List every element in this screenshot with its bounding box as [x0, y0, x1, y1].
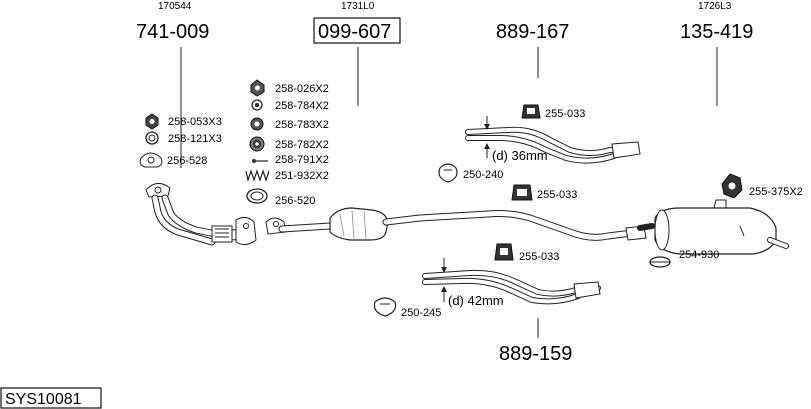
flange-nut-icon — [249, 136, 265, 152]
middle-pipe-36[interactable] — [465, 126, 641, 164]
hw-label-255-033-lower: 255-033 — [519, 251, 559, 263]
washer-icon — [251, 99, 263, 111]
bolt-icon — [252, 159, 268, 163]
hw-label-258-784: 258-784X2 — [275, 100, 329, 112]
hw-label-258-791: 258-791X2 — [275, 154, 329, 166]
hw-label-256-528: 256-528 — [167, 155, 207, 167]
spring-icon — [245, 169, 270, 183]
rubber-hanger-icon — [521, 104, 541, 119]
hw-label-258-783: 258-783X2 — [275, 119, 329, 131]
clamp-icon — [373, 297, 397, 317]
arrow-up-icon — [441, 286, 447, 302]
hw-label-250-240: 250-240 — [463, 169, 503, 181]
silencer-body — [654, 207, 777, 255]
arrow-down-icon — [484, 116, 490, 130]
dimension-36mm: (d) 36mm — [492, 148, 548, 163]
part-middle-42[interactable]: 889-159 — [499, 343, 572, 365]
hw-label-255-375: 255-375X2 — [749, 186, 803, 198]
hw-label-258-026: 258-026X2 — [275, 83, 329, 95]
front-pipe[interactable] — [145, 183, 257, 246]
catalytic-highlight-box — [313, 17, 401, 44]
arrow-down-icon — [441, 258, 447, 273]
system-code[interactable]: SYS10081 — [5, 391, 82, 408]
front-flange-icon — [145, 183, 171, 198]
system-code-box — [0, 387, 102, 409]
catalytic-assembly[interactable] — [265, 207, 647, 241]
header-code-middle: 1731L0 — [341, 1, 375, 12]
hw-label-255-033-upper: 255-033 — [545, 108, 585, 120]
hw-label-251-932: 251-932X2 — [275, 170, 329, 182]
hw-label-250-245: 250-245 — [401, 307, 441, 319]
hw-label-255-033-middle: 255-033 — [537, 189, 577, 201]
front-clamp-flange-icon — [235, 216, 257, 246]
nut-icon — [145, 113, 159, 130]
catalytic-converter-body — [329, 207, 389, 241]
washer-icon — [145, 131, 159, 145]
rubber-hanger-icon — [511, 184, 533, 201]
rubber-hanger-icon — [494, 243, 514, 261]
part-rear-silencer[interactable]: 135-419 — [680, 21, 753, 43]
middle-pipe-42[interactable] — [422, 269, 601, 305]
part-middle-36[interactable]: 889-167 — [496, 21, 569, 43]
part-catalytic[interactable]: 099-607 — [318, 21, 391, 43]
hw-label-258-053: 258-053X3 — [168, 116, 222, 128]
hw-label-258-782: 258-782X2 — [275, 139, 329, 151]
arrow-up-icon — [484, 143, 490, 158]
part-front-pipe[interactable]: 741-009 — [136, 21, 209, 43]
hw-label-254-930: 254-930 — [679, 249, 719, 261]
hw-label-256-520: 256-520 — [275, 195, 315, 207]
nut-icon — [250, 79, 265, 97]
band-clamp-icon — [649, 256, 671, 268]
header-code-front: 170544 — [158, 1, 192, 12]
header-code-rear: 1726L3 — [698, 1, 732, 12]
clamp-icon — [438, 163, 458, 183]
rear-silencer[interactable] — [637, 199, 789, 255]
rubber-mount-icon — [721, 173, 743, 199]
dimension-42mm: (d) 42mm — [448, 293, 504, 308]
hw-label-258-121: 258-121X3 — [168, 133, 222, 145]
lock-nut-icon — [250, 117, 264, 131]
gasket-icon — [139, 152, 163, 168]
ring-gasket-icon — [246, 188, 268, 204]
